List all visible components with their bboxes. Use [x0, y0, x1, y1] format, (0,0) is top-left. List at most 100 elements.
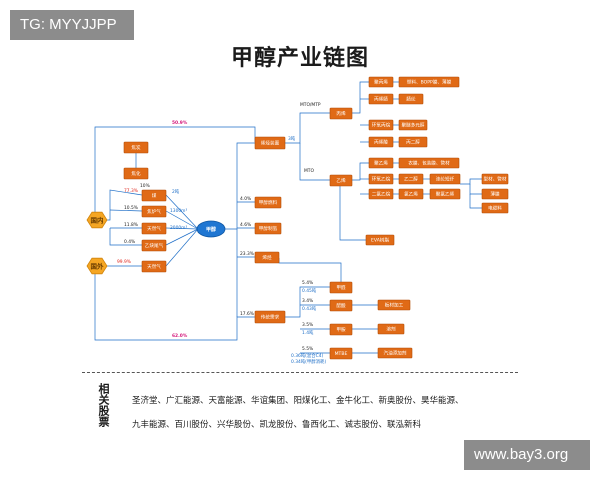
- svg-text:焦化: 焦化: [131, 170, 141, 177]
- ratio-label-form-pct: 5.4%: [302, 280, 313, 286]
- svg-text:传统需求: 传统需求: [261, 314, 280, 321]
- node-pvc: 氯乙烯: [398, 188, 424, 200]
- ratio-label-t-ratio3: 2000m³: [170, 225, 187, 231]
- svg-text:国外: 国外: [91, 261, 105, 270]
- ratio-label-chem-pct: 17.6%: [240, 311, 254, 317]
- svg-text:汽油添加剂: 汽油添加剂: [384, 350, 407, 357]
- node-acrylonitrile: 丙烯腈: [368, 93, 394, 105]
- node-foreign-gas: 天然气: [141, 260, 167, 273]
- svg-text:丙烯: 丙烯: [336, 110, 346, 117]
- node-pp: 聚丙烯: [368, 76, 394, 88]
- flow-connector: [109, 228, 142, 246]
- svg-text:乙烯: 乙烯: [336, 177, 346, 184]
- svg-text:丙烯腈: 丙烯腈: [374, 96, 388, 103]
- node-ethylene-glycol: 乙二醇: [398, 173, 424, 185]
- ratio-label-coke-pct: 10.5%: [124, 205, 138, 211]
- svg-text:型材、管材: 型材、管材: [484, 176, 507, 183]
- watermark-top: TG: MYYJJPP: [10, 10, 134, 40]
- svg-text:天然气: 天然气: [147, 263, 161, 270]
- flow-connector: [225, 142, 255, 230]
- svg-text:电缆料: 电缆料: [488, 205, 502, 212]
- node-coal: 煤: [141, 189, 167, 202]
- watermark-bottom: www.bay3.org: [464, 440, 590, 470]
- diagram-title: 甲醇产业链图: [230, 46, 369, 71]
- related-stocks-line-1: 圣济堂、广汇能源、天富能源、华谊集团、阳煤化工、金牛化工、新奥股份、昊华能源、: [132, 396, 464, 406]
- svg-text:溶剂: 溶剂: [386, 326, 396, 333]
- node-eva: EVA树脂: [365, 234, 395, 246]
- ratio-label-fuel-pct: 4.0%: [240, 196, 251, 202]
- svg-text:塑料、BOPP膜、薄膜: 塑料、BOPP膜、薄膜: [407, 79, 452, 86]
- node-pharma: 溶剂: [377, 323, 405, 335]
- node-dmf: 甲胺: [329, 323, 353, 336]
- node-pvc-products: 型材、管材: [481, 173, 509, 185]
- flow-connector: [469, 194, 482, 209]
- node-methanol: 甲醇: [196, 220, 226, 238]
- node-vinyl-chloride: 二氯乙烷: [368, 188, 394, 200]
- svg-text:腈纶: 腈纶: [406, 96, 416, 103]
- node-olefin-mid: 烯烃: [254, 251, 280, 264]
- svg-text:烯烃装置: 烯烃装置: [261, 140, 280, 147]
- flow-connector: [339, 186, 366, 241]
- svg-text:醋酸: 醋酸: [336, 302, 346, 309]
- ratio-label-foreign-pct: 99.9%: [117, 259, 131, 265]
- svg-text:聚氯乙烯: 聚氯乙烯: [436, 191, 455, 198]
- node-cable: 电缆料: [481, 202, 509, 214]
- svg-text:乙二醇: 乙二醇: [404, 176, 418, 183]
- ratio-label-mtbe-pct: 4.6%: [240, 222, 251, 228]
- flow-connector: [165, 210, 199, 230]
- flow-connector: [299, 143, 330, 181]
- ratio-label-mtbe-pct2: 5.5%: [302, 346, 313, 352]
- svg-text:甲醛: 甲醛: [336, 284, 346, 291]
- node-mtbe2: MTBE: [329, 347, 353, 360]
- ratio-label-tail-pct: 0.4%: [124, 239, 135, 245]
- node-polyester: 涤纶短纤: [429, 173, 461, 185]
- ratio-label-mto-mtp: MTO/MTP: [300, 102, 321, 108]
- ratio-label-mtbe-ratio: 0.36吨(混合C4): [291, 352, 324, 359]
- related-stocks-line-2: 九丰能源、百川股份、兴华股份、凯龙股份、鲁西化工、诚志股份、联泓新科: [132, 420, 422, 430]
- svg-text:甲胺: 甲胺: [336, 326, 346, 333]
- node-foreign: 国外: [86, 257, 108, 275]
- node-polyether: 聚醚多元醇: [398, 119, 428, 131]
- svg-text:农膜、包装膜、管材: 农膜、包装膜、管材: [408, 160, 450, 167]
- node-acrylic-fiber: 腈纶: [398, 93, 424, 105]
- node-film: 薄膜: [481, 188, 509, 200]
- svg-text:氯乙烯: 氯乙烯: [404, 191, 418, 198]
- node-ethylene: 乙烯: [329, 174, 353, 187]
- ratio-label-coal-pct: 77.3%: [124, 188, 138, 194]
- ratio-label-pct-bottom: 62.0%: [172, 333, 188, 339]
- node-pe: 聚乙烯: [368, 157, 394, 169]
- ratio-label-dmf-pct: 3.5%: [302, 322, 313, 328]
- svg-text:甲醇: 甲醇: [206, 226, 216, 233]
- svg-text:煤: 煤: [152, 192, 157, 199]
- node-formaldehyde: 甲醛: [329, 281, 353, 294]
- flow-connector: [285, 112, 330, 144]
- svg-text:涤纶短纤: 涤纶短纤: [436, 176, 455, 183]
- flow-connector: [109, 209, 143, 212]
- flow-connector: [352, 81, 369, 114]
- svg-text:烯烃: 烯烃: [262, 254, 272, 261]
- flow-connector: [352, 162, 369, 181]
- node-mto-unit: 烯烃装置: [254, 136, 286, 150]
- svg-text:国内: 国内: [91, 215, 104, 224]
- node-acetic-acid: 醋酸: [329, 299, 353, 312]
- node-chem-derivs: 传统需求: [254, 310, 286, 324]
- ratio-label-dmf-ratio: 1.4吨: [302, 329, 314, 336]
- flow-connector: [165, 227, 199, 230]
- section-divider: [82, 372, 518, 373]
- industry-chain-diagram: 50.9%62.0%77.3%10.5%11.8%0.4%99.9%10%2吨1…: [86, 76, 509, 365]
- svg-text:甲醇制氢: 甲醇制氢: [259, 225, 278, 232]
- svg-text:焦炉气: 焦炉气: [147, 208, 161, 215]
- ratio-label-t-ratio2: 1300m³: [170, 208, 187, 214]
- svg-text:丙二醇: 丙二醇: [406, 139, 420, 146]
- svg-text:聚丙烯: 聚丙烯: [374, 79, 388, 86]
- related-stocks-heading: 相关股票: [97, 383, 110, 427]
- node-propylene-oxide: 环氧丙烷: [368, 119, 394, 131]
- ratio-label-acetic-ratio: 0.43吨: [302, 305, 317, 312]
- node-domestic: 国内: [86, 211, 108, 229]
- ratio-label-coke-sub: 10%: [140, 183, 150, 189]
- svg-text:薄膜: 薄膜: [490, 191, 500, 198]
- ratio-label-mtbe-ratio2: 0.34吨(甲醇消耗): [291, 358, 326, 365]
- ratio-label-pct-top: 50.9%: [172, 120, 188, 126]
- node-acetylene-tail-gas: 乙炔尾气: [141, 239, 167, 252]
- node-ethylene-oxide: 环氧乙烷: [368, 173, 394, 185]
